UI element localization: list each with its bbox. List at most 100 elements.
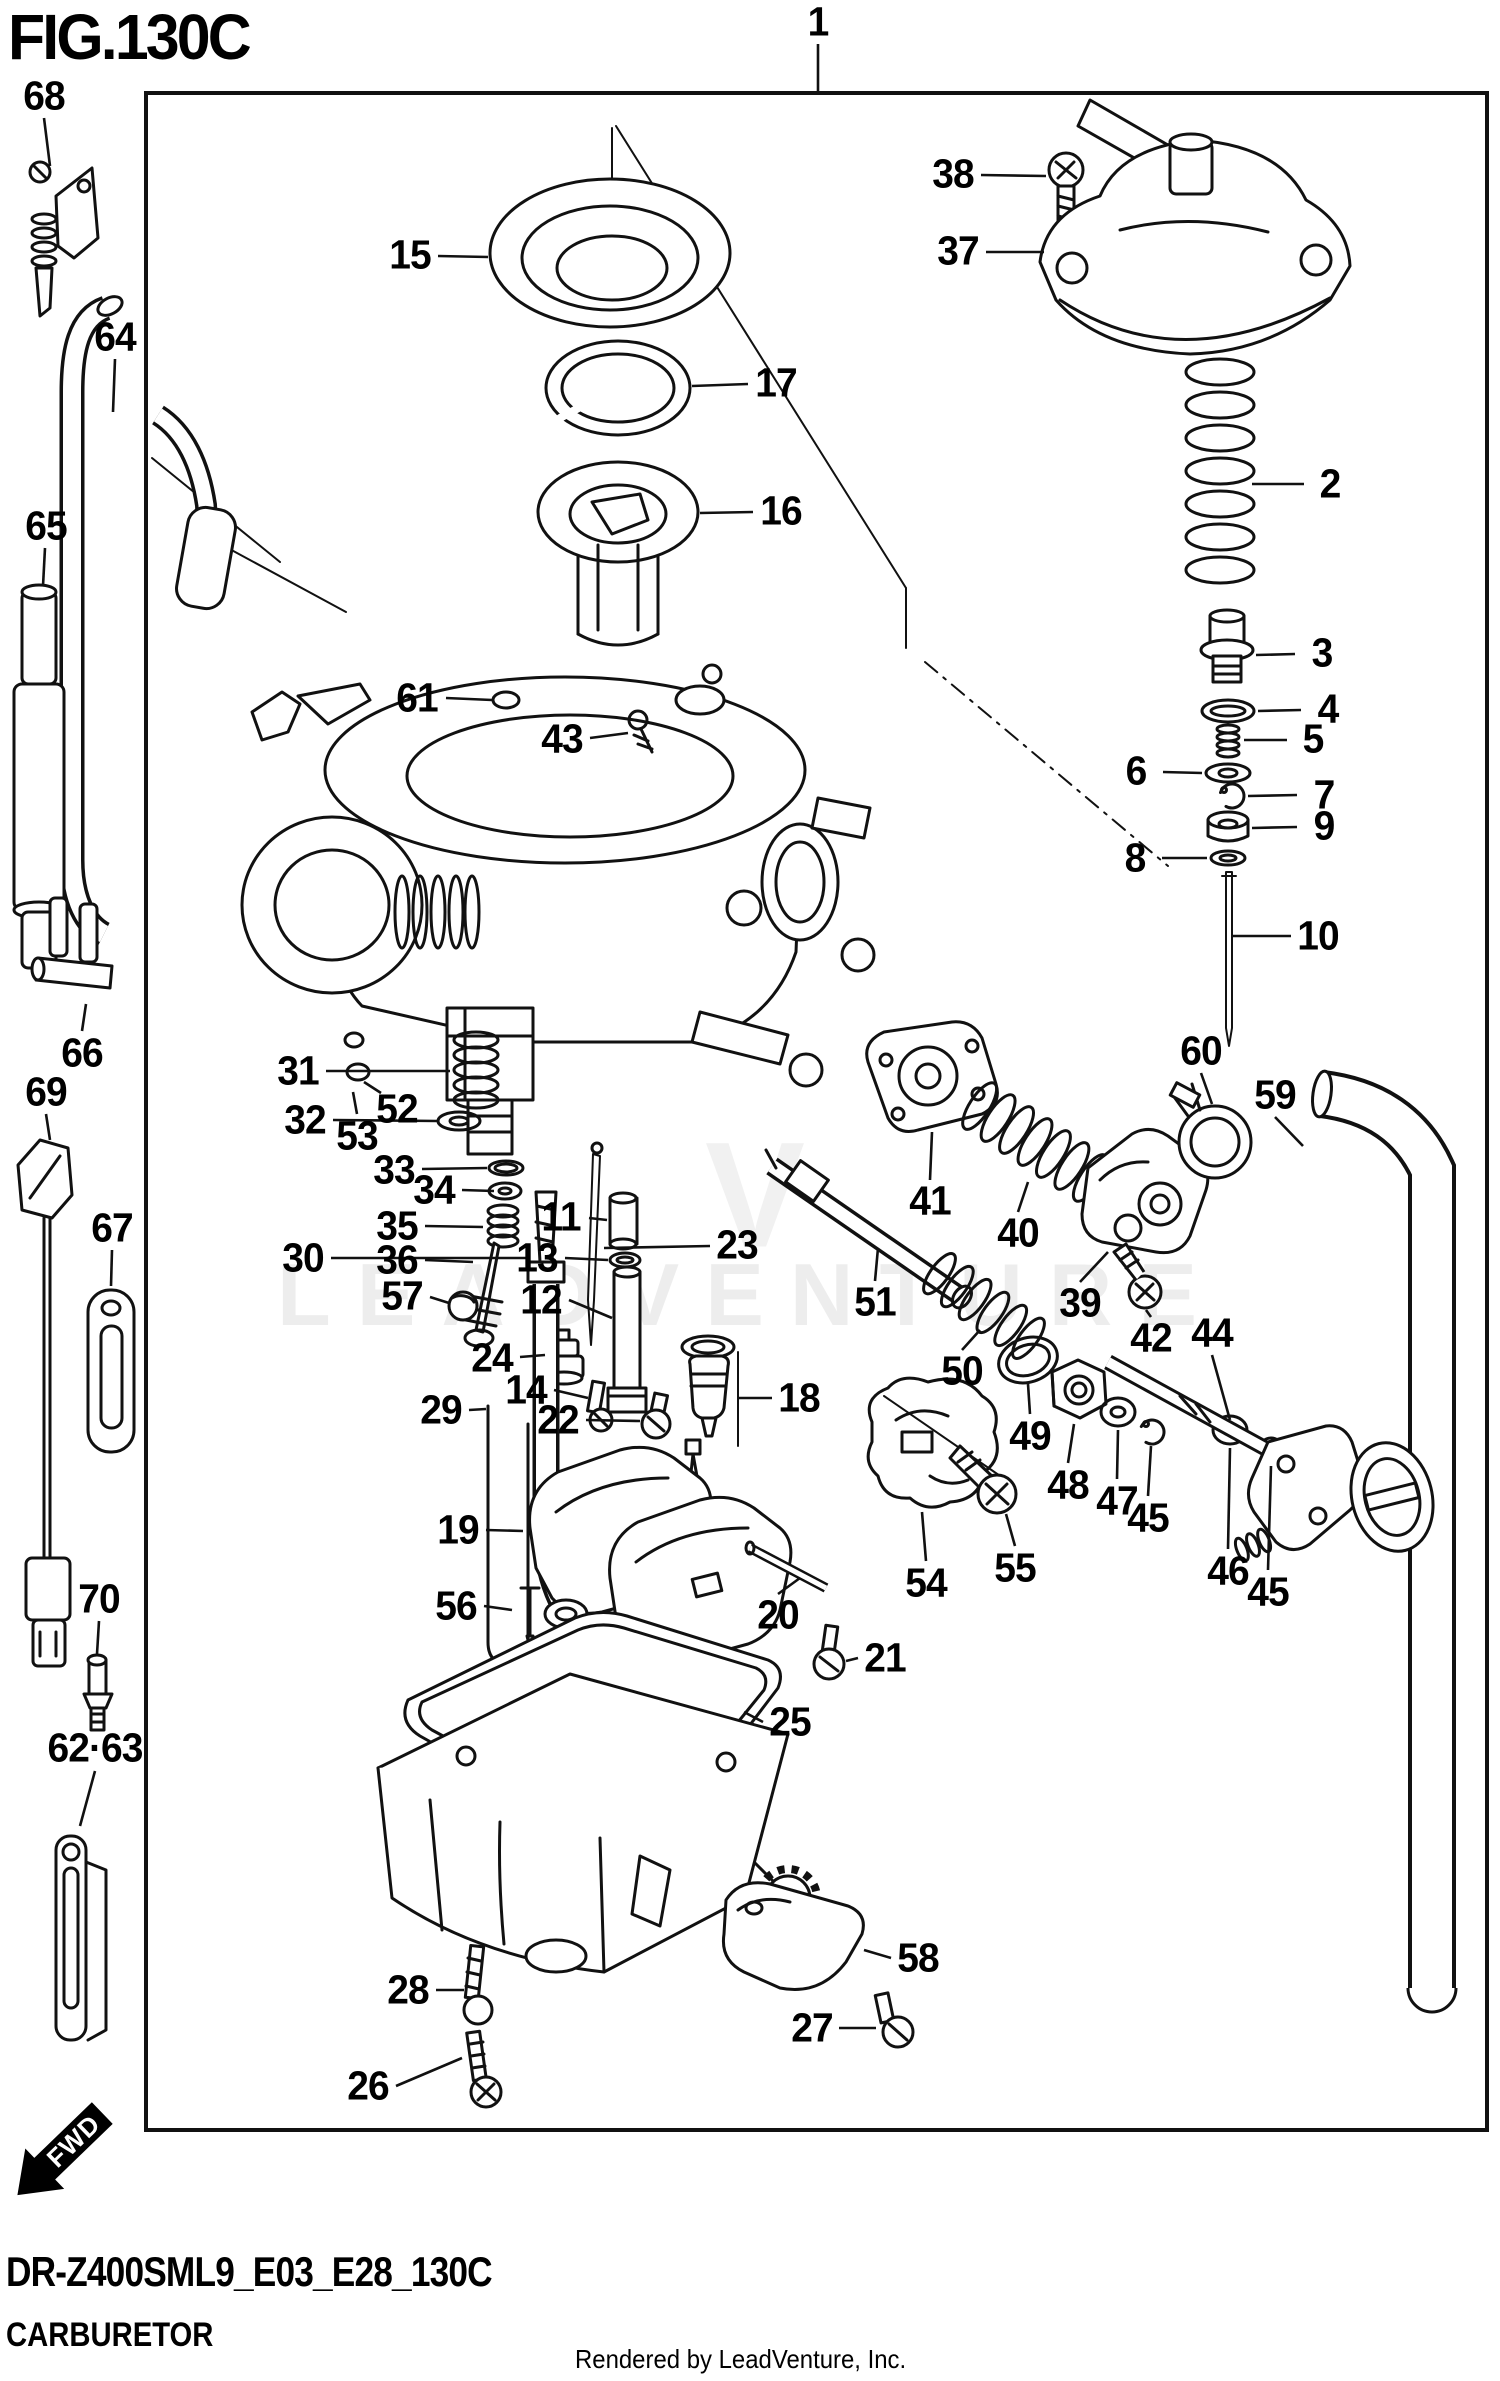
part-23-jet-needle (587, 1141, 604, 1346)
leader-line-70 (95, 1620, 101, 1655)
leader-line-13 (564, 1256, 609, 1262)
leader-lines (41, 44, 1304, 2088)
leader-line-56 (483, 1604, 513, 1612)
leader-line-21 (845, 1656, 859, 1663)
leader-line-67 (109, 1249, 114, 1287)
part-18-needle-valve-set (680, 1334, 739, 1484)
leader-line-68 (42, 117, 52, 167)
part-10-jet-needle (1221, 871, 1237, 1047)
leader-line-57 (429, 1295, 450, 1305)
part-45-e-ring-a (1138, 1418, 1166, 1446)
leader-line-44 (1210, 1354, 1232, 1421)
part-21-screw (812, 1623, 846, 1681)
leader-line-9 (1251, 825, 1298, 830)
leader-line-14 (553, 1388, 589, 1400)
part-59-drain-hose (1311, 1069, 1458, 2014)
leader-line-39 (1079, 1251, 1109, 1283)
part-6-washer (1204, 762, 1252, 784)
leader-line-58 (863, 1948, 892, 1960)
part-20-float-pin (744, 1540, 829, 1593)
diagram-border-box (144, 91, 1489, 2132)
part-2-spring (1184, 357, 1256, 585)
leader-line-38 (980, 173, 1047, 178)
part-22-screw (640, 1391, 672, 1440)
leader-line-45 (1266, 1465, 1273, 1571)
part-16-slide-holder (536, 460, 700, 647)
leader-line-52 (363, 1080, 382, 1095)
part-66-elbow-pipes (30, 896, 114, 990)
part-48-valve-nut (1050, 1358, 1108, 1420)
part-29-wire-bail (486, 1404, 530, 1666)
part-27-screw (873, 1991, 915, 2049)
leader-line-43 (589, 731, 629, 740)
leader-line-65 (41, 547, 47, 587)
leader-line-23 (603, 1244, 711, 1250)
leader-line-6 (1162, 770, 1203, 775)
leader-line-69 (44, 1113, 52, 1141)
part-69-sensor-lead (16, 1138, 74, 1668)
part-44-throttle-shaft (1104, 1354, 1435, 1563)
leader-line-41 (928, 1131, 934, 1181)
leader-line-17 (691, 382, 749, 388)
part-64-vent-hose (59, 295, 237, 946)
leader-line-16 (699, 510, 754, 515)
leader-line-61 (445, 696, 493, 702)
leader-line-54 (920, 1511, 928, 1562)
leader-line-49 (1026, 1383, 1032, 1415)
part-65-tube (12, 583, 66, 970)
part-32-washer (436, 1110, 482, 1132)
part-31-spring (452, 1030, 500, 1110)
leader-line-25 (743, 1710, 764, 1724)
leader-line-3 (1255, 652, 1296, 657)
part-9-cup-washer (1206, 810, 1250, 843)
part-26-screw (465, 2029, 503, 2109)
part-49-oring (997, 1335, 1059, 1385)
leader-line-22 (585, 1418, 641, 1423)
leader-line-40 (1016, 1181, 1030, 1213)
leader-line-42 (1144, 1309, 1153, 1318)
part-51-plunger-rod (764, 1148, 974, 1310)
part-35-spring (486, 1203, 520, 1249)
part-62-63-clamp (54, 1834, 108, 2042)
part-12-main-jet-tube (606, 1265, 648, 1414)
leader-line-20 (777, 1576, 801, 1596)
fwd-arrow-icon: FWD (17, 2102, 113, 2196)
leader-line-48 (1066, 1423, 1076, 1464)
part-float-bowl (376, 1672, 790, 1974)
part-28-screw (462, 1944, 494, 2026)
part-53-ball (343, 1031, 365, 1049)
part-4-oring (1200, 698, 1256, 724)
leader-line-36 (424, 1258, 474, 1264)
leader-line-15 (437, 254, 489, 259)
leader-line-47 (1115, 1429, 1120, 1480)
footer-diagram-title: CARBURETOR (6, 2316, 214, 2354)
leader-line-24 (519, 1353, 546, 1359)
part-7-e-ring (1218, 782, 1246, 810)
part-67-bracket (86, 1288, 136, 1454)
part-37-float-chamber-cover (1038, 98, 1352, 356)
part-43-screw (627, 709, 654, 754)
leader-line-29 (468, 1407, 487, 1412)
leader-line-53 (351, 1091, 359, 1115)
part-60-hose-clamp (1168, 1081, 1253, 1180)
part-57-plug-cap (447, 1290, 479, 1322)
leader-line-59 (1274, 1116, 1304, 1147)
leader-line-50 (961, 1329, 981, 1351)
leader-line-64 (111, 358, 117, 413)
part-42-screw (1112, 1242, 1163, 1310)
leader-line-62·63 (78, 1770, 97, 1827)
leader-line-55 (1004, 1513, 1017, 1547)
leader-line-32 (332, 1118, 438, 1123)
part-3-jet-needle-holder (1199, 608, 1255, 684)
figure-title: FIG.130C (8, 1, 252, 73)
part-15-diaphragm-cap (488, 177, 732, 329)
leader-line-12 (568, 1298, 613, 1320)
leader-line-60 (1199, 1072, 1214, 1105)
part-41-diaphragm-plate (865, 1020, 999, 1133)
part-70-screw (82, 1653, 114, 1732)
part-8-oring (1209, 849, 1247, 867)
leadventure-logo-watermark: V (704, 1110, 806, 1279)
leader-line-26 (395, 2056, 463, 2088)
